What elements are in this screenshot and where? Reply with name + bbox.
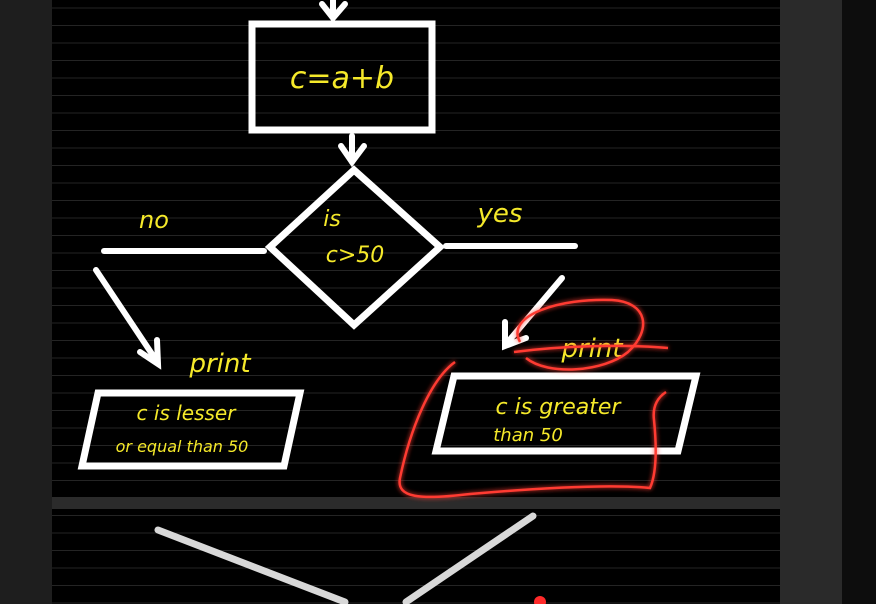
right-output-line2: than 50: [493, 425, 563, 446]
pointer-dot: [534, 596, 546, 604]
left-output-box: [77, 389, 305, 470]
decision-line2: c>50: [326, 243, 385, 268]
left-output-line1: c is lesser: [137, 401, 238, 425]
right-output-box: [431, 372, 701, 455]
left-output-title: print: [188, 349, 251, 379]
bottom-arrows: [154, 512, 537, 604]
board-bottom: [52, 509, 780, 604]
decision-line1: is: [323, 207, 341, 232]
process-box: [248, 20, 436, 134]
left-output-line2: or equal than 50: [116, 437, 249, 456]
ruled-lines: [52, 7, 780, 604]
process-label: c=a+b: [290, 61, 394, 96]
red-highlight-annotation: [398, 298, 669, 499]
red-loop-output: [398, 360, 667, 499]
no-label: no: [139, 206, 169, 234]
right-output-title: print: [560, 334, 623, 364]
bottom-left-arrow: [154, 526, 349, 604]
process-to-decision-arrow: [338, 133, 367, 168]
red-strike-print: [513, 344, 669, 354]
right-output-line1: c is greater: [496, 395, 623, 420]
right-edge: [842, 0, 876, 604]
red-circle-print: [516, 298, 645, 371]
board-divider: [52, 497, 780, 509]
top-arrow: [319, 0, 348, 23]
right-panel: [780, 0, 842, 604]
yes-label: yes: [477, 199, 523, 229]
decision-diamond: [264, 165, 446, 330]
left-panel: [0, 0, 52, 604]
bottom-right-arrow: [402, 512, 537, 604]
no-arrow: [93, 267, 162, 370]
